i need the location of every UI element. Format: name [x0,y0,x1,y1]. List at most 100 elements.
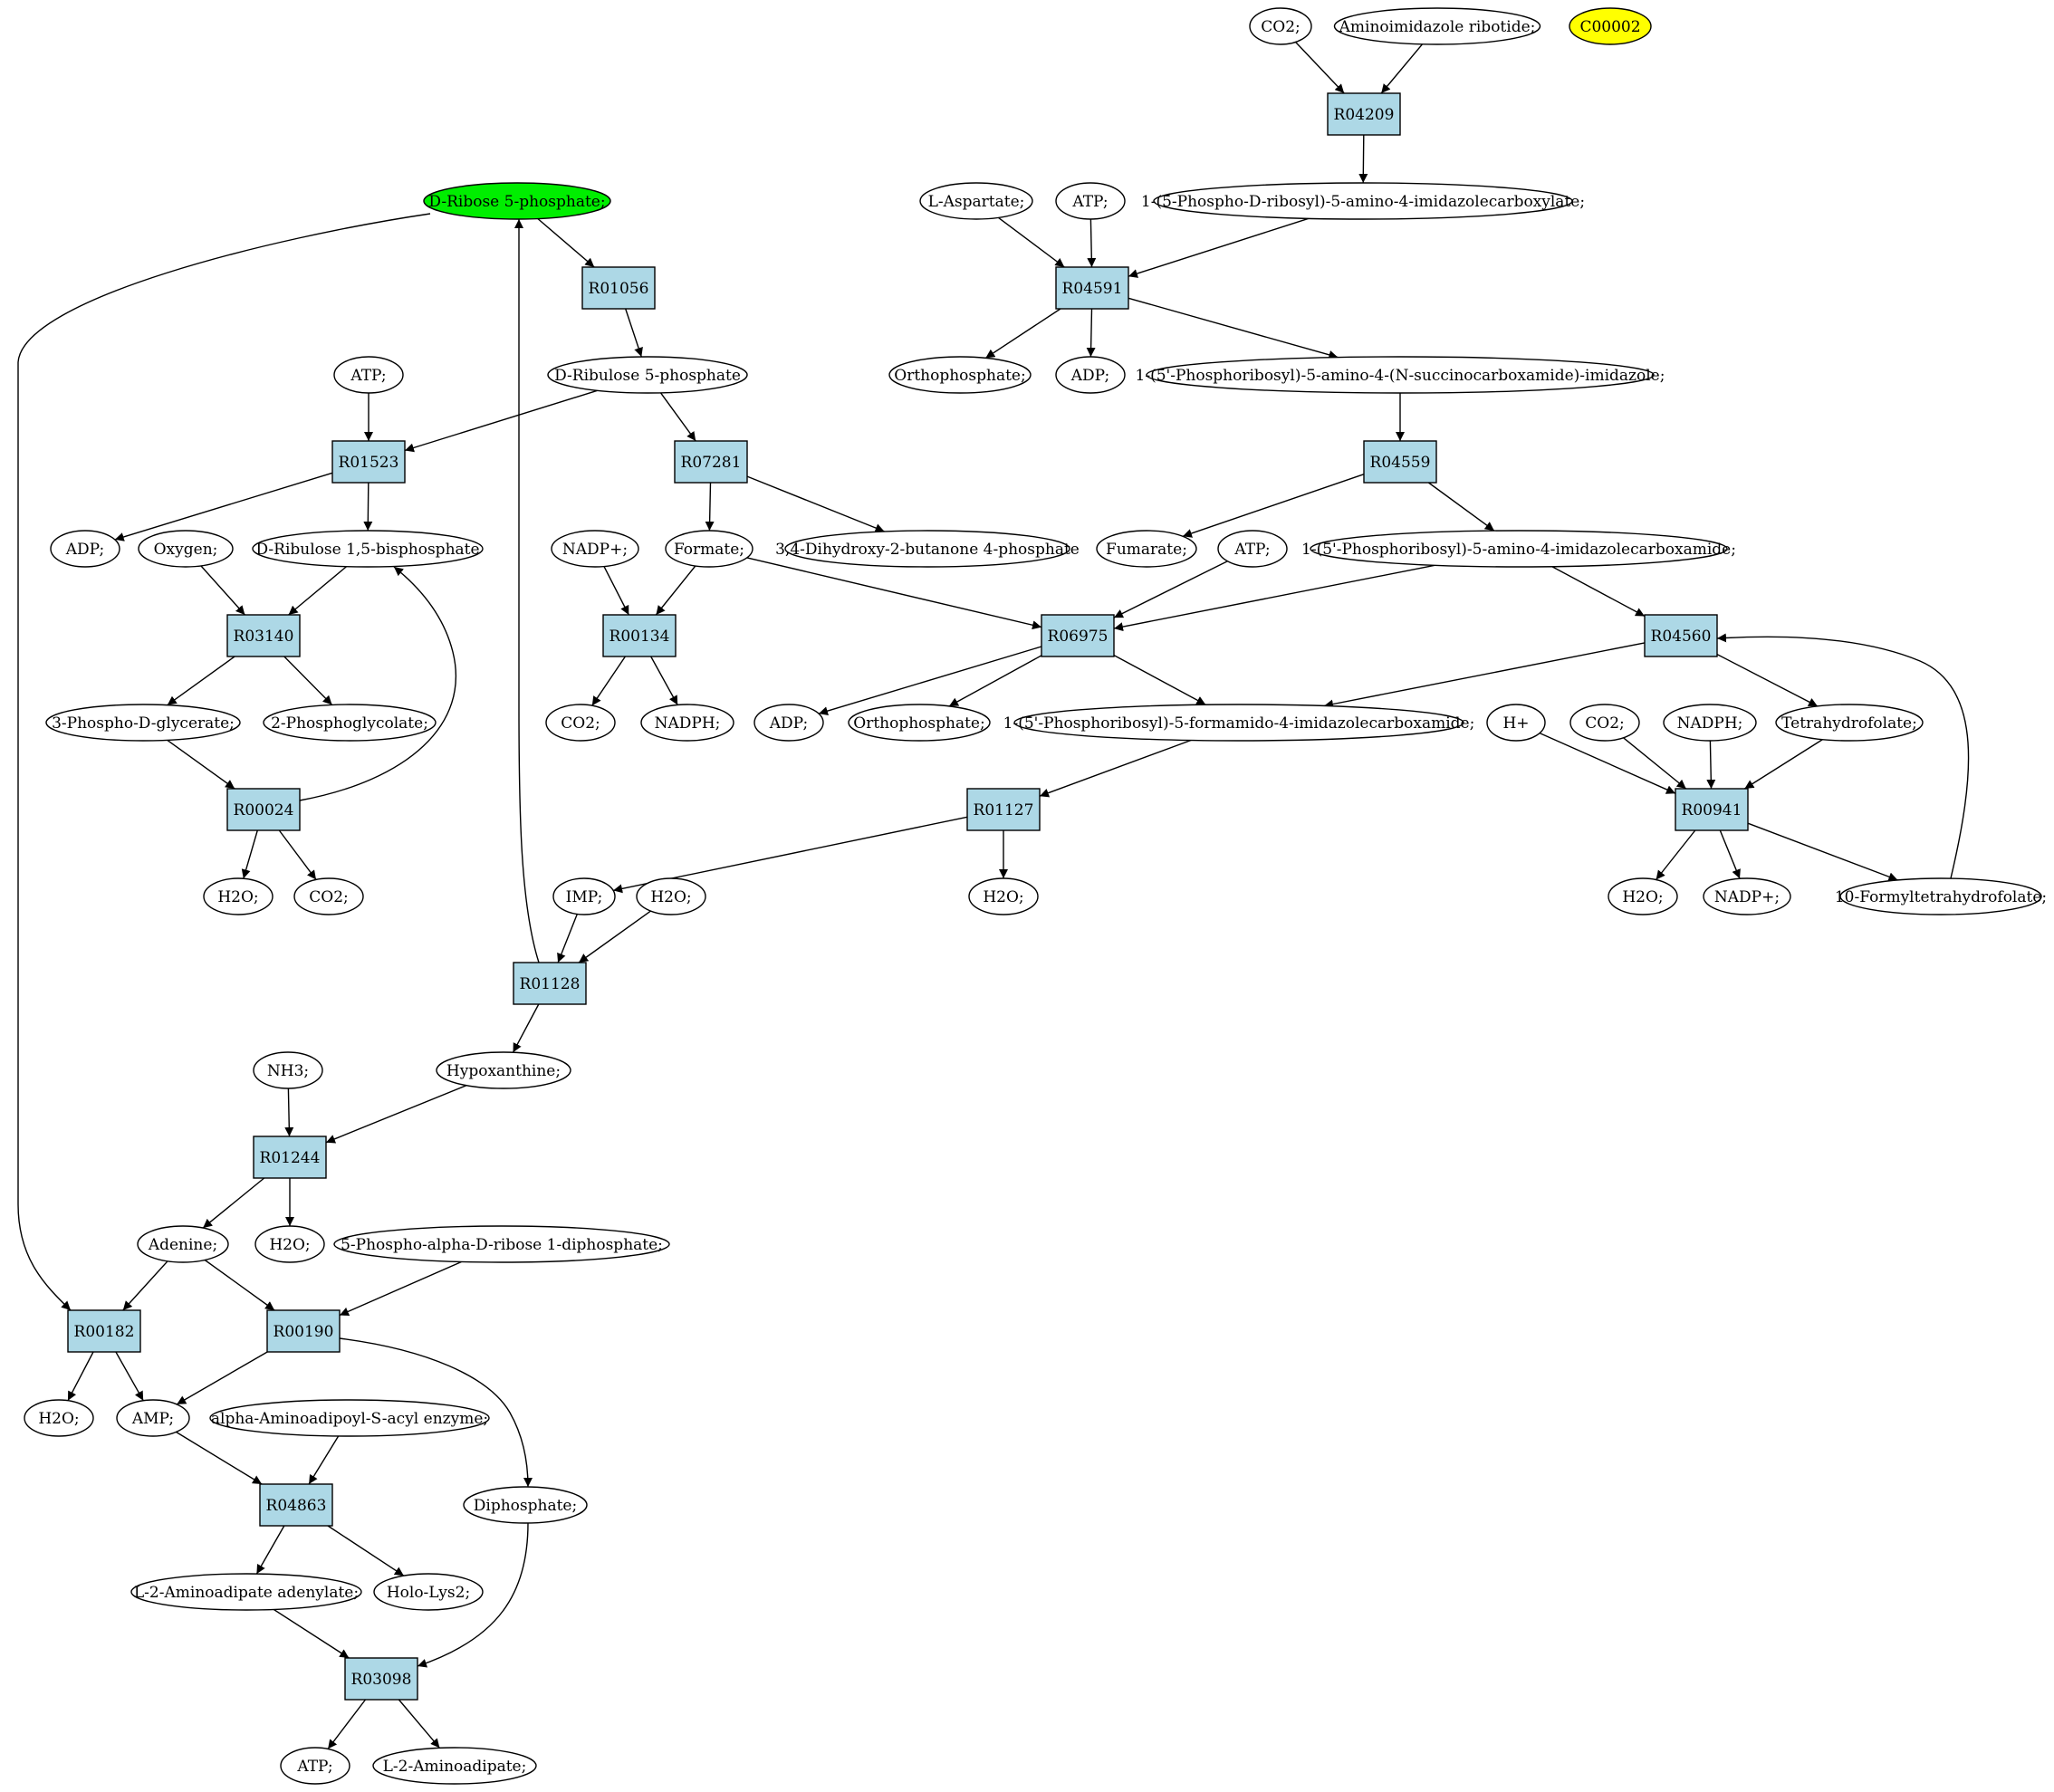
edge-rubp-to-R03140 [288,566,347,616]
compound-label: CO2; [1261,18,1301,36]
compound-node-pg3[interactable]: 3-Phospho-D-glycerate; [45,704,241,742]
reaction-node-r04559[interactable]: R04559 [1363,440,1437,484]
reaction-node-r04209[interactable]: R04209 [1327,92,1401,136]
edge-nadp_r00134-to-R00134 [603,566,629,616]
reaction-node-r07281[interactable]: R07281 [674,440,748,484]
reaction-node-r00134[interactable]: R00134 [602,614,677,657]
compound-node-imp[interactable]: IMP; [552,877,616,915]
compound-node-diphosphate[interactable]: Diphosphate; [463,1486,588,1524]
compound-node-atp-r01523[interactable]: ATP; [333,356,404,394]
compound-node-nh3[interactable]: NH3; [253,1051,323,1089]
compound-label: H2O; [983,888,1023,906]
compound-node-laa[interactable]: L-2-Aminoadipate; [372,1747,537,1785]
compound-node-formate[interactable]: Formate; [665,530,753,568]
compound-node-hplus[interactable]: H+ [1486,704,1546,742]
compound-label: Aminoimidazole ribotide; [1339,18,1536,36]
compound-node-adp-r04591[interactable]: ADP; [1055,356,1126,394]
compound-node-pglycolate[interactable]: 2-Phosphoglycolate; [263,704,437,742]
compound-node-air[interactable]: Aminoimidazole ribotide; [1333,7,1541,45]
reaction-node-r00024[interactable]: R00024 [226,788,301,831]
edge-atp_r06975-to-R06975 [1113,561,1228,618]
compound-node-oxygen[interactable]: Oxygen; [138,530,234,568]
compound-node-h2o-r00941[interactable]: H2O; [1608,877,1678,915]
compound-node-h2o-r01128[interactable]: H2O; [636,877,706,915]
reaction-node-r03140[interactable]: R03140 [226,614,301,657]
compound-node-co2-r00134[interactable]: CO2; [545,704,616,742]
reaction-node-r04863[interactable]: R04863 [259,1483,333,1527]
compound-node-co2-r00941[interactable]: CO2; [1569,704,1640,742]
compound-label: Orthophosphate; [894,367,1025,385]
reaction-node-r03098[interactable]: R03098 [344,1657,418,1701]
compound-ellipse [545,704,616,742]
compound-node-fthf[interactable]: 10-Formyltetrahydrofolate; [1835,877,2047,915]
compound-node-paica[interactable]: 1-(5-Phospho-D-ribosyl)-5-amino-4-imidaz… [1141,182,1585,220]
compound-label: CO2; [309,888,349,906]
compound-node-nadp-r00941[interactable]: NADP+; [1703,877,1791,915]
compound-ellipse [1249,7,1312,45]
compound-label: Adenine; [148,1236,217,1254]
reaction-node-r06975[interactable]: R06975 [1041,614,1115,657]
reaction-node-r01128[interactable]: R01128 [513,962,587,1005]
compound-node-aasae[interactable]: alpha-Aminoadipoyl-S-acyl enzyme; [209,1399,490,1437]
compound-node-dhbp[interactable]: 3,4-Dihydroxy-2-butanone 4-phosphate [775,530,1080,568]
compound-node-co2-r00024[interactable]: CO2; [293,877,364,915]
compound-node-amp[interactable]: AMP; [116,1399,190,1437]
compound-ellipse [333,356,404,394]
compound-label: CO2; [561,714,600,733]
reaction-node-r01523[interactable]: R01523 [331,440,406,484]
reaction-node-r00190[interactable]: R00190 [266,1309,341,1353]
compound-node-h2o-r01127[interactable]: H2O; [968,877,1039,915]
compound-node-hololys2[interactable]: Holo-Lys2; [373,1573,484,1611]
reaction-node-r00182[interactable]: R00182 [67,1309,141,1353]
compound-node-nadph-r00941[interactable]: NADPH; [1663,704,1757,742]
edge-R01523-to-rubp [363,482,373,532]
reaction-node-r04560[interactable]: R04560 [1644,614,1718,657]
edge-fthf-to-R04560 [1716,633,1970,879]
compound-node-lasp[interactable]: L-Aspartate; [919,182,1033,220]
compound-label: H2O; [269,1236,310,1254]
compound-node-fumarate[interactable]: Fumarate; [1096,530,1197,568]
compound-node-c00002[interactable]: C00002 [1569,7,1652,45]
edge-aasae-to-R04863 [308,1435,340,1485]
compound-node-adenine[interactable]: Adenine; [137,1225,229,1263]
compound-node-co2-top[interactable]: CO2; [1249,7,1312,45]
compound-ellipse [1146,356,1655,394]
compound-node-atp-r03098[interactable]: ATP; [280,1747,350,1785]
compound-node-h2o-r01244[interactable]: H2O; [254,1225,325,1263]
compound-node-adp-r01523[interactable]: ADP; [50,530,120,568]
reaction-node-r01244[interactable]: R01244 [253,1136,327,1179]
edge-h2o_r01128-to-R01128 [578,910,651,963]
compound-node-nadp-r00134[interactable]: NADP+; [551,530,639,568]
reaction-box [266,1309,341,1353]
compound-node-faicar[interactable]: 1-(5'-Phosphoribosyl)-5-formamido-4-imid… [1003,704,1475,742]
compound-ellipse [372,1747,537,1785]
compound-node-orthop-r04591[interactable]: Orthophosphate; [888,356,1032,394]
compound-node-aicar[interactable]: 1-(5'-Phosphoribosyl)-5-amino-4-imidazol… [1301,530,1736,568]
reaction-node-r04591[interactable]: R04591 [1055,266,1129,310]
compound-node-thf[interactable]: Tetrahydrofolate; [1775,704,1924,742]
reaction-node-r00941[interactable]: R00941 [1675,788,1749,831]
compound-node-rubp[interactable]: D-Ribulose 1,5-bisphosphate [252,530,484,568]
edge-R03140-to-pg3 [167,656,235,706]
compound-node-dru5p[interactable]: D-Ribulose 5-phosphate [547,356,748,394]
compound-ellipse [373,1573,484,1611]
compound-node-adp-r06975[interactable]: ADP; [753,704,824,742]
compound-node-h2o-r00182[interactable]: H2O; [24,1399,94,1437]
compound-node-h2o-r00024[interactable]: H2O; [203,877,274,915]
reaction-label: R03098 [351,1671,412,1689]
compound-node-saicar[interactable]: 1-(5'-Phosphoribosyl)-5-amino-4-(N-succi… [1136,356,1665,394]
compound-node-hypox[interactable]: Hypoxanthine; [436,1051,571,1089]
compound-node-atp-r04591[interactable]: ATP; [1055,182,1126,220]
edge-nh3-to-R01244 [284,1088,294,1137]
compound-node-dr5p[interactable]: D-Ribose 5-phosphate; [423,182,611,220]
reaction-node-r01056[interactable]: R01056 [581,266,656,310]
compound-node-prpp[interactable]: 5-Phospho-alpha-D-ribose 1-diphosphate; [333,1225,670,1263]
compound-node-nadph-r00134[interactable]: NADPH; [640,704,734,742]
compound-node-orthop-r06975[interactable]: Orthophosphate; [848,704,991,742]
compound-node-atp-r06975[interactable]: ATP; [1217,530,1288,568]
compound-node-laaad[interactable]: L-2-Aminoadipate adenylate; [130,1573,362,1611]
reaction-node-r01127[interactable]: R01127 [966,788,1041,831]
compound-ellipse [130,1573,362,1611]
edge-R00941-to-h2o_r00941 [1656,829,1696,880]
